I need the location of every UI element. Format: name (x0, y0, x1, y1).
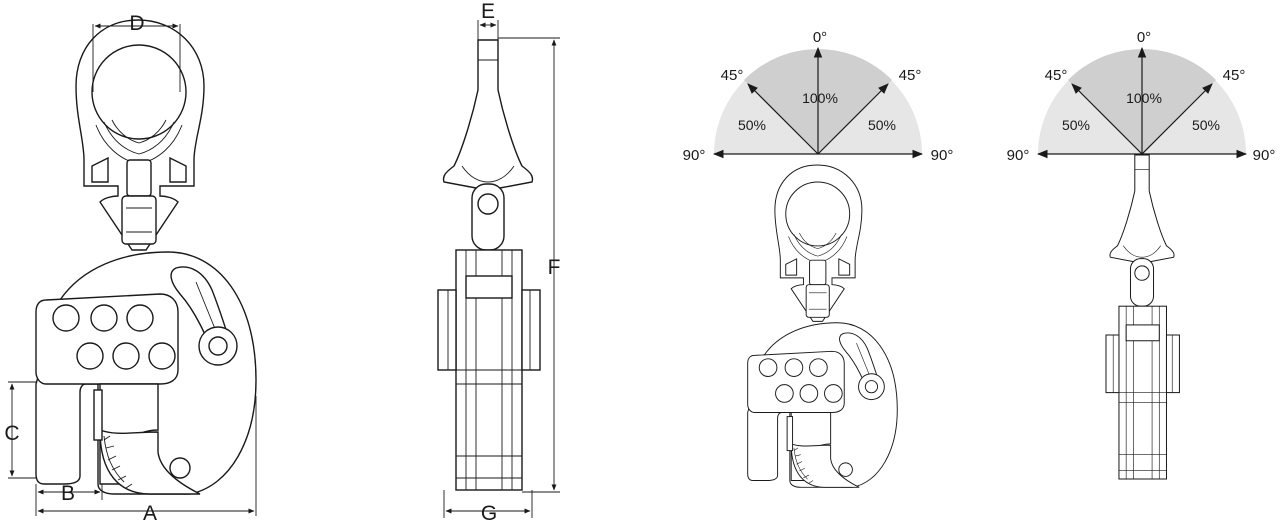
side-view: E F G (437, 0, 561, 525)
front-view: D C B A (4, 12, 257, 525)
angle-chart-side: 0° 45° 45° 90° 90° 100% 50% 50% (1007, 29, 1276, 164)
angle-45-left-label-2: 45° (1045, 67, 1068, 84)
angle-90-right-label-2: 90° (1253, 147, 1276, 164)
front-view-small (747, 164, 898, 488)
capacity-50-left-label-2: 50% (1062, 117, 1090, 133)
angle-chart-front: 0° 45° 45° 90° 90° 100% 50% 50% (683, 29, 954, 164)
dimension-f-label: F (548, 256, 561, 279)
angle-0-label-2: 0° (1137, 29, 1151, 46)
angle-90-right-label: 90° (931, 147, 954, 164)
dimension-a-label: A (143, 502, 157, 525)
dimension-c-label: C (4, 422, 19, 445)
angle-45-right-label: 45° (899, 67, 922, 84)
capacity-100-label: 100% (802, 90, 838, 106)
angle-90-left-label: 90° (683, 147, 706, 164)
angle-90-left-label-2: 90° (1007, 147, 1030, 164)
dimension-d-label: D (129, 12, 144, 35)
angle-45-left-label: 45° (721, 67, 744, 84)
angle-45-right-label-2: 45° (1223, 67, 1246, 84)
dimension-b-label: B (61, 482, 75, 505)
capacity-50-right-label: 50% (868, 117, 896, 133)
dimension-e-label: E (481, 0, 495, 23)
capacity-50-left-label: 50% (738, 117, 766, 133)
capacity-50-right-label-2: 50% (1192, 117, 1220, 133)
dimension-g-label: G (481, 502, 497, 525)
side-view-small (1105, 154, 1180, 480)
angle-0-label: 0° (813, 29, 827, 46)
capacity-100-label-2: 100% (1126, 90, 1162, 106)
